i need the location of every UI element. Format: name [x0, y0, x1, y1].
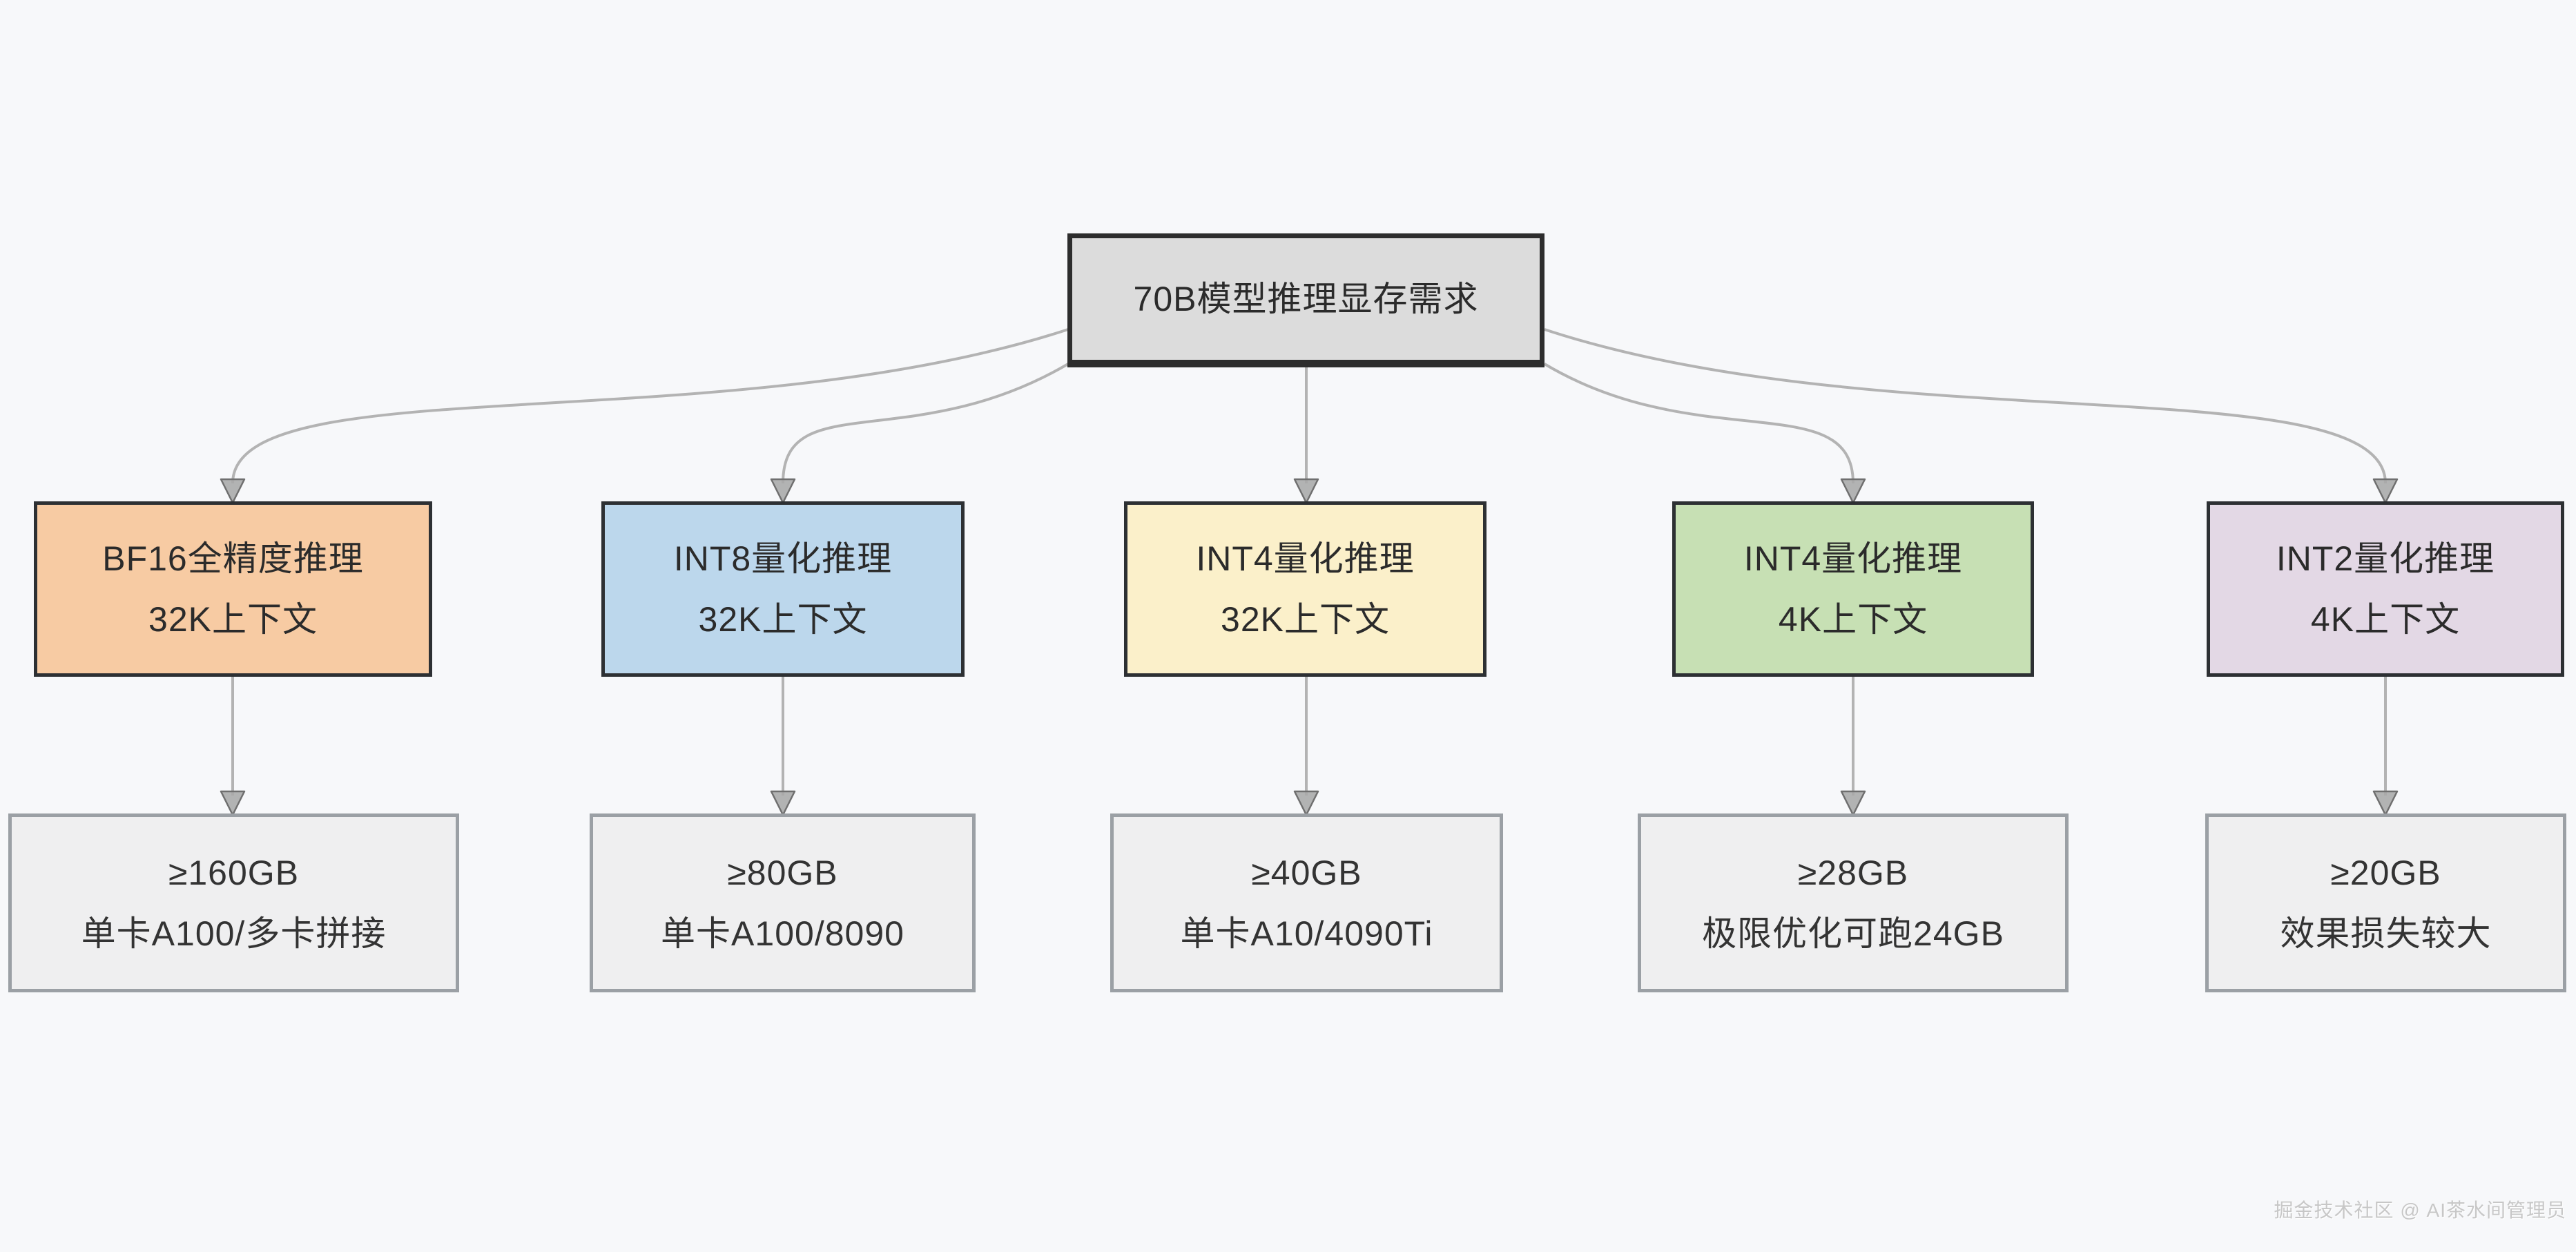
result-node-int4-32k: ≥40GB 单卡A10/4090Ti [1110, 813, 1503, 992]
branch-node-line1: BF16全精度推理 [102, 539, 364, 578]
result-node-line1: ≥20GB [2330, 853, 2441, 892]
arrowhead-icon [220, 478, 246, 504]
edge-root-to-int4-4k [1543, 363, 1854, 484]
branch-node-line2: 32K上下文 [148, 600, 318, 639]
edge-root-to-bf16 [231, 328, 1069, 484]
branch-node-int4-32k: INT4量化推理 32K上下文 [1124, 501, 1486, 677]
arrowhead-icon [770, 790, 796, 816]
branch-node-line1: INT4量化推理 [1743, 539, 1963, 578]
root-node: 70B模型推理显存需求 [1067, 233, 1544, 367]
arrowhead-icon [1293, 478, 1319, 504]
result-node-line1: ≥160GB [168, 853, 300, 892]
branch-node-line1: INT8量化推理 [673, 539, 893, 578]
result-node-line1: ≥28GB [1797, 853, 1909, 892]
result-node-line2: 单卡A100/8090 [661, 914, 904, 953]
arrowhead-icon [1840, 790, 1866, 816]
arrowhead-icon [2372, 478, 2399, 504]
result-node-line2: 极限优化可跑24GB [1702, 914, 2004, 953]
result-node-bf16-32k: ≥160GB 单卡A100/多卡拼接 [8, 813, 459, 992]
branch-node-line2: 32K上下文 [698, 600, 868, 639]
result-node-line1: ≥80GB [727, 853, 838, 892]
branch-node-line2: 32K上下文 [1221, 600, 1390, 639]
root-node-label: 70B模型推理显存需求 [1133, 280, 1479, 318]
edge-root-to-int2 [1544, 328, 2387, 484]
result-node-int8-32k: ≥80GB 单卡A100/8090 [590, 813, 976, 992]
result-node-int4-4k: ≥28GB 极限优化可跑24GB [1638, 813, 2069, 992]
edge-root-to-int8 [782, 363, 1069, 484]
arrowhead-icon [2372, 790, 2399, 816]
branch-node-line1: INT4量化推理 [1196, 539, 1415, 578]
branch-node-bf16-32k: BF16全精度推理 32K上下文 [34, 501, 432, 677]
result-node-int2-4k: ≥20GB 效果损失较大 [2205, 813, 2566, 992]
branch-node-int2-4k: INT2量化推理 4K上下文 [2207, 501, 2564, 677]
result-node-line2: 单卡A100/多卡拼接 [81, 914, 387, 953]
result-node-line2: 效果损失较大 [2280, 914, 2492, 953]
arrowhead-icon [770, 478, 796, 504]
branch-node-line2: 4K上下文 [1778, 600, 1928, 639]
arrowhead-icon [220, 790, 246, 816]
arrowhead-icon [1840, 478, 1866, 504]
branch-node-line2: 4K上下文 [2310, 600, 2461, 639]
branch-node-int8-32k: INT8量化推理 32K上下文 [601, 501, 965, 677]
branch-node-line1: INT2量化推理 [2276, 539, 2495, 578]
arrowhead-icon [1293, 790, 1319, 816]
result-node-line2: 单卡A10/4090Ti [1180, 914, 1433, 953]
watermark: 掘金技术社区 @ AI茶水间管理员 [2274, 1200, 2566, 1221]
branch-node-int4-4k: INT4量化推理 4K上下文 [1672, 501, 2034, 677]
result-node-line1: ≥40GB [1251, 853, 1362, 892]
